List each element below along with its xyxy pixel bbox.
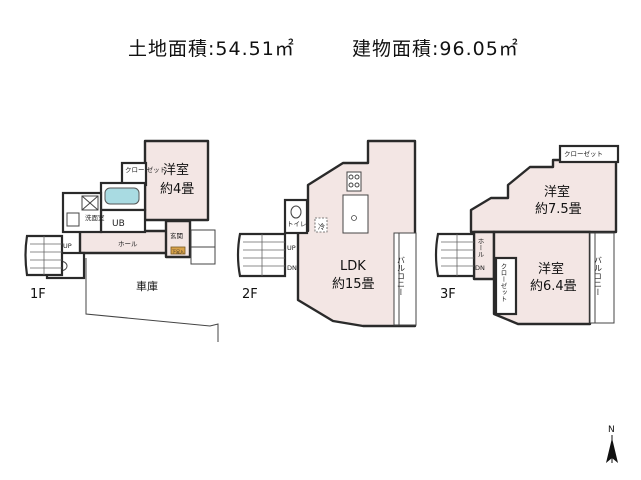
floor-1f: 洋室 約4畳 クロー ゼット UB 洗面室 ホール 玄関 下足入 UP 1F 車… — [24, 139, 219, 342]
entrance-1f-label: 玄関 — [170, 231, 183, 240]
floor-3f: 洋室 約7.5畳 洋室 約6.4畳 クローゼット クローゼット ホール DN 3… — [434, 144, 620, 326]
ldk-2f-label: LDK — [340, 259, 366, 274]
sink-icon — [351, 215, 357, 221]
shoebox-1f — [170, 246, 186, 255]
garage-outline — [85, 258, 219, 342]
room-3f-7-5-name: 洋室 — [544, 184, 570, 200]
hall-1f-label: ホール — [118, 240, 138, 248]
ub-1f-label: UB — [112, 219, 125, 229]
fridge-2f-label: 冷 — [318, 222, 325, 231]
hall-3f-label: ホール — [476, 238, 484, 258]
room-3f-7-5-size: 約7.5畳 — [535, 202, 582, 217]
room-3f-6-4 — [492, 230, 592, 326]
room-1f-name: 洋室 — [163, 162, 189, 178]
stairs-2f-dn: DN — [287, 264, 297, 272]
closet-1f-label: クロー ゼット — [125, 165, 166, 174]
fridge-icon — [314, 217, 328, 233]
room-1f-western — [143, 139, 210, 222]
garage-label: 車庫 — [136, 279, 158, 293]
room-3f-6-4-size: 約6.4畳 — [530, 279, 577, 294]
ldk-2f-size: 約15畳 — [332, 277, 375, 292]
floor-2f-label: 2F — [242, 287, 258, 302]
building-area-text: 建物面積:96.05㎡ — [352, 38, 519, 60]
closet-3f-top-label: クローゼット — [564, 149, 603, 158]
washroom-1f-label: 洗面室 — [85, 213, 105, 222]
floor-3f-label: 3F — [440, 287, 456, 302]
land-area-text: 土地面積:54.51㎡ — [128, 38, 295, 60]
stairs-1f-up: UP — [63, 242, 72, 250]
stairs-2f — [236, 232, 287, 278]
closet-3f-top — [558, 144, 620, 164]
floor-2f: LDK 約15畳 トイレ 冷 UP DN 2F バルコニー — [236, 139, 417, 328]
bathtub-icon — [104, 187, 140, 205]
balcony-3f-label: バルコニー — [594, 256, 603, 296]
toilet-2f-icon — [290, 205, 302, 219]
compass: N — [606, 425, 618, 463]
shoebox-1f-label: 下足入 — [172, 249, 184, 254]
toilet-2f-label: トイレ — [287, 220, 307, 228]
closet-3f-side — [494, 256, 518, 316]
washbasin-icon — [66, 212, 80, 227]
closet-3f-side-label: クローゼット — [499, 263, 507, 303]
stairs-3f-dn: DN — [475, 264, 485, 272]
balcony-3f — [589, 232, 615, 324]
stairs-3f — [434, 232, 476, 278]
room-3f-6-4-name: 洋室 — [538, 261, 564, 277]
stove-icon — [346, 171, 362, 192]
north-arrow-icon — [606, 438, 618, 463]
floor-1f-label: 1F — [30, 287, 46, 302]
balcony-2f-label: バルコニー — [397, 256, 406, 296]
kitchen-counter — [342, 194, 369, 234]
stairs-2f-up: UP — [287, 244, 296, 252]
room-1f-size: 約4畳 — [160, 182, 194, 197]
compass-north-label: N — [608, 425, 615, 435]
